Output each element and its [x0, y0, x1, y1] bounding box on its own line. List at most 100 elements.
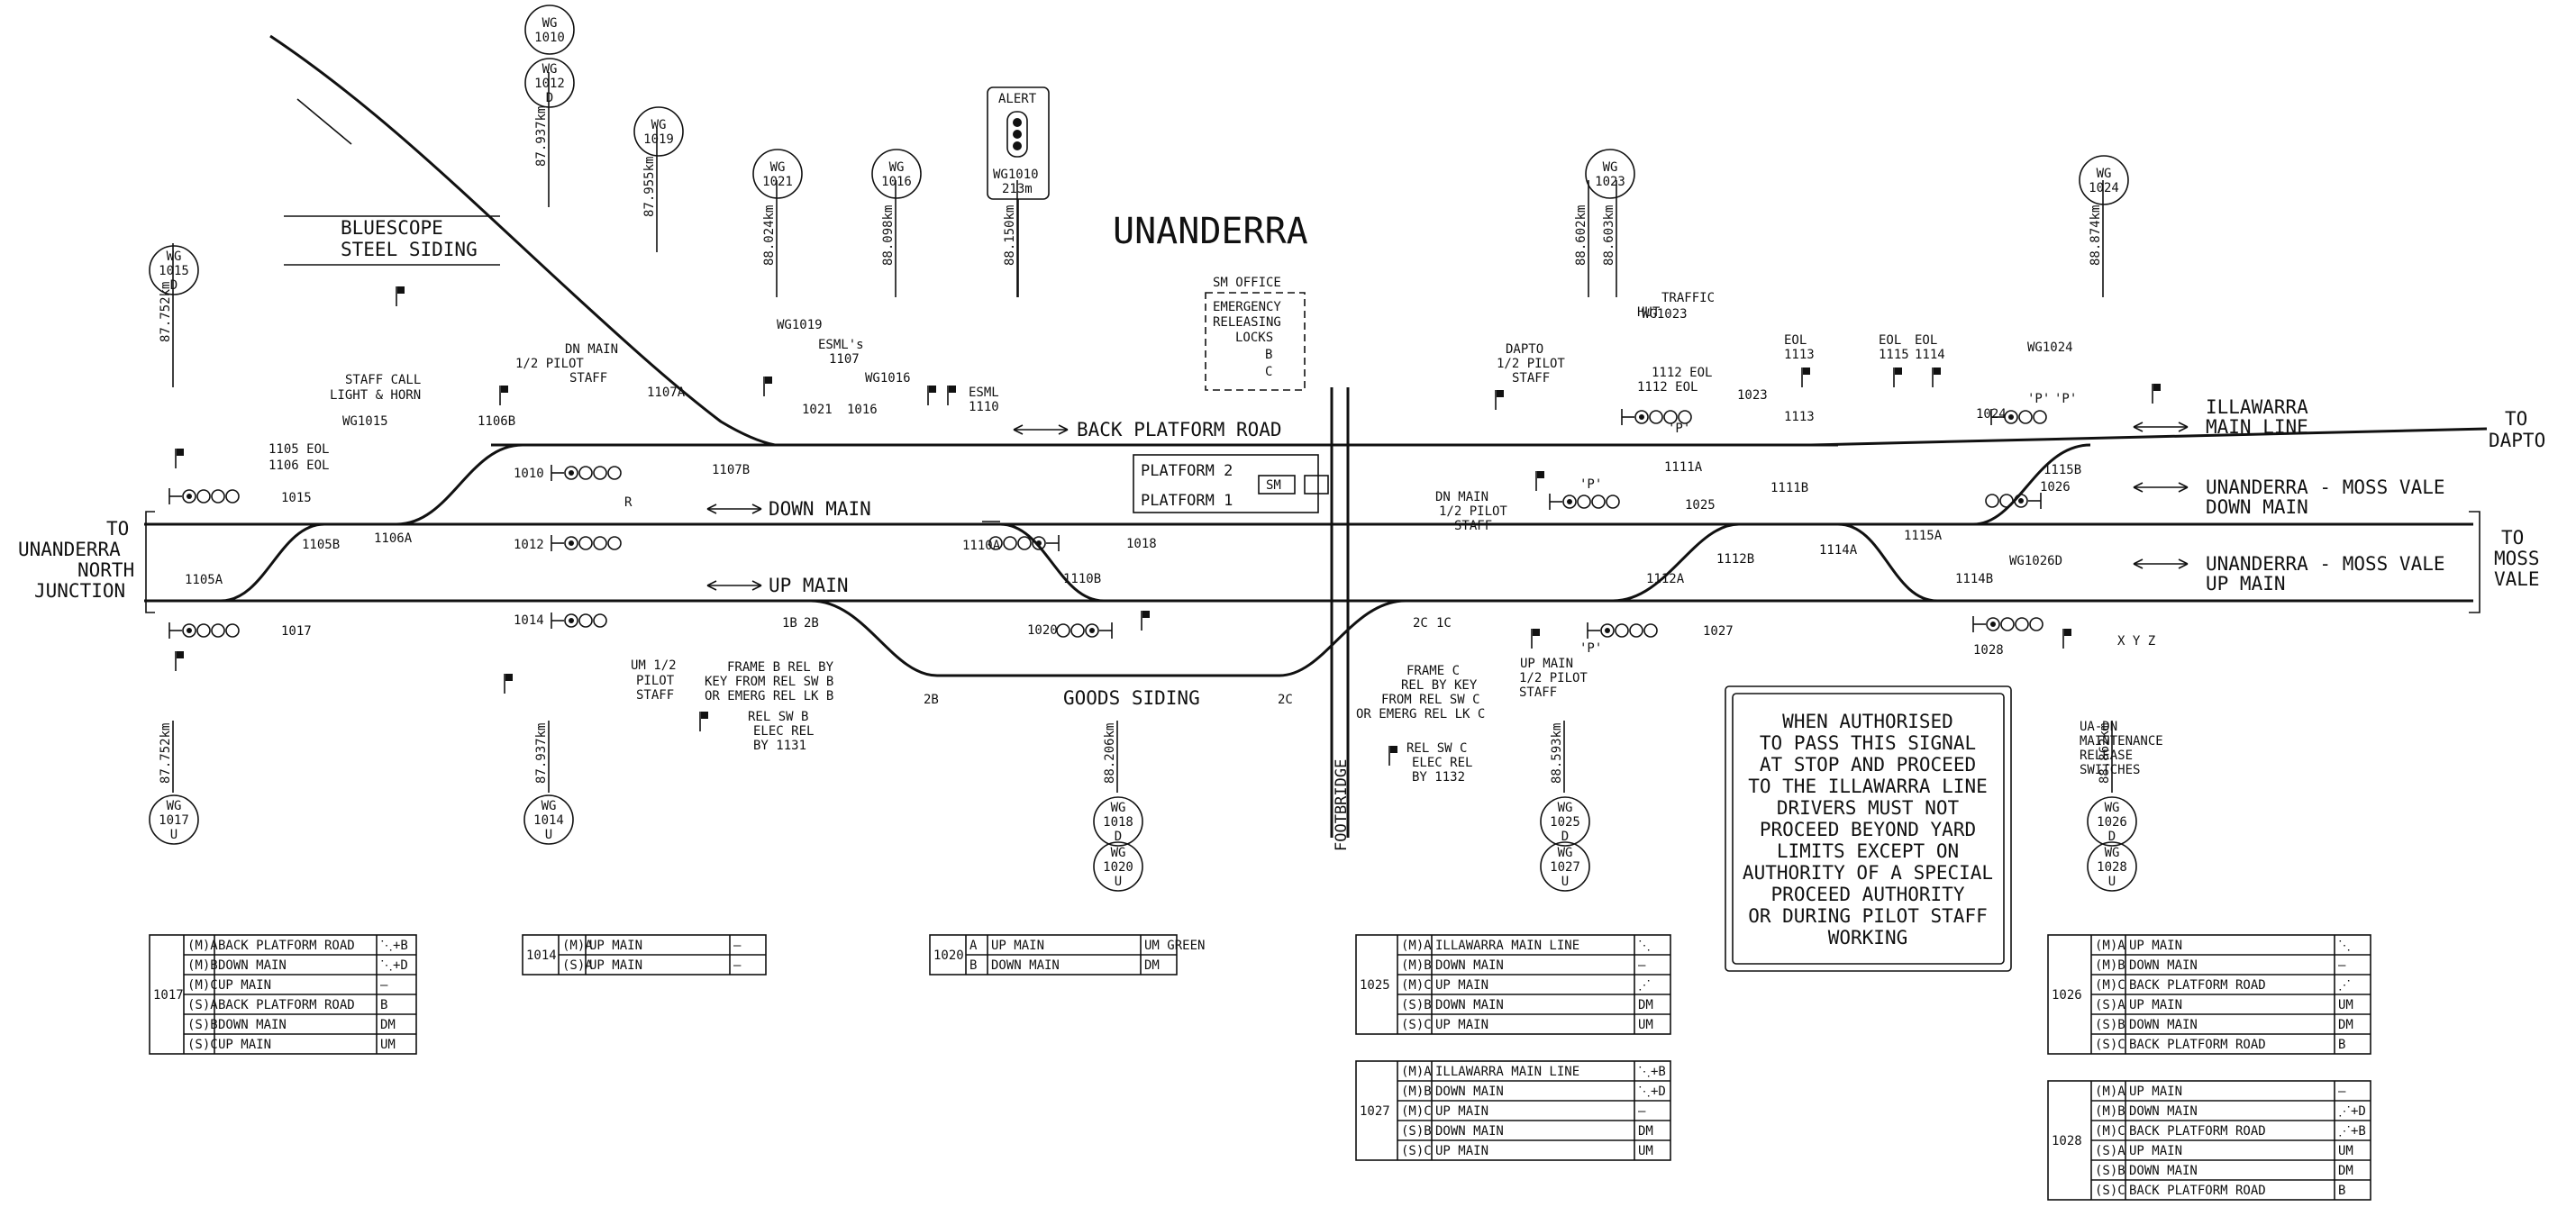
circle-text: 1017 — [159, 813, 189, 828]
annotation-note: SWITCHES — [2080, 763, 2140, 777]
signal-id-circle: WG1016 — [871, 149, 922, 199]
circle-text: WG — [770, 160, 786, 175]
track-label: UNANDERRA - MOSS VALE — [2206, 553, 2445, 575]
table-cell: BACK PLATFORM ROAD — [2129, 978, 2266, 993]
annotation-note: REL SW B — [748, 710, 808, 724]
table-cell: DOWN MAIN — [218, 1018, 287, 1032]
signal-circles: WG1010WG1012DWG1019WG1021WG1016WG1023WG1… — [149, 5, 2137, 892]
annotation-note: EOL — [1879, 333, 1901, 348]
annotation-note: FRAME C — [1406, 664, 1460, 678]
notice-line: AUTHORITY OF A SPECIAL — [1743, 862, 1993, 884]
signal-id-circle: WG1026D — [2087, 796, 2137, 847]
table-id: 1025 — [1360, 978, 1390, 993]
annotation-note: TRAFFIC — [1661, 291, 1715, 305]
track-lines — [144, 34, 2488, 677]
annotation-note: OR EMERG REL LK B — [705, 689, 833, 703]
table-cell: (S)B — [2095, 1164, 2125, 1178]
annotation-note: 1105 EOL — [269, 442, 329, 457]
table-cell: — — [733, 958, 742, 973]
annotation-note: STAFF CALL — [345, 373, 421, 387]
point-label: 1110A — [962, 539, 1001, 553]
footbridge-label: FOOTBRIDGE — [1333, 759, 1351, 851]
annotation-note: DN MAIN — [1435, 490, 1488, 504]
chainage-label: 88.862km — [2098, 723, 2112, 784]
point-label: 1111B — [1770, 481, 1808, 495]
point-label: 1114A — [1819, 543, 1858, 558]
annotation-note: MAINTENANCE — [2080, 734, 2163, 749]
table-cell: B — [2338, 1038, 2345, 1052]
table-cell: (M)B — [2095, 958, 2125, 973]
annotation-note: 1110 — [969, 400, 999, 414]
table-cell: — — [2338, 958, 2346, 973]
table-cell: (M)B — [1401, 958, 1432, 973]
ground-signal-icon — [499, 386, 508, 405]
circle-text: U — [1561, 875, 1569, 889]
bluescope-line2: STEEL SIDING — [341, 239, 478, 260]
ground-signal-icon — [1893, 368, 1902, 387]
chainage-label: 87.752km — [159, 282, 173, 342]
table-cell: ⋱ — [2338, 939, 2351, 953]
table-cell: (S)A — [2095, 1144, 2125, 1158]
signal-head — [988, 535, 1060, 551]
station-title: UNANDERRA — [1113, 211, 1308, 252]
point-label: 2B — [804, 616, 819, 631]
table-cell: DOWN MAIN — [1435, 998, 1504, 1012]
table-cell: UP MAIN — [589, 958, 642, 973]
table-id: 1014 — [526, 948, 557, 963]
footbridge: FOOTBRIDGE — [1330, 387, 1351, 851]
table-cell: UP MAIN — [1435, 1104, 1488, 1119]
notice-line: AT STOP AND PROCEED — [1760, 754, 1976, 776]
chainage-label: 87.937km — [534, 723, 549, 784]
annotation-note: FROM REL SW C — [1381, 693, 1480, 707]
circle-text: WG — [542, 799, 557, 813]
table-cell: (M)A — [1401, 939, 1432, 953]
signal-head — [551, 613, 607, 629]
signal-id-circle: WG1019 — [633, 106, 684, 157]
ground-signal-icon — [1531, 629, 1540, 649]
table-cell: DM — [1638, 1124, 1653, 1139]
table-cell: (S)C — [1401, 1144, 1432, 1158]
annotation-note: 1/2 PILOT — [1439, 504, 1507, 519]
table-cell: BACK PLATFORM ROAD — [2129, 1038, 2266, 1052]
sm-office-line1: EMERGENCY — [1213, 300, 1281, 314]
annotation-note: R — [624, 495, 633, 510]
annotation-note: 1/2 PILOT — [1519, 671, 1588, 685]
platform-1-label: PLATFORM 1 — [1141, 492, 1233, 510]
circle-text: U — [545, 828, 552, 842]
annotation-note: STAFF — [1519, 685, 1557, 700]
signal-label: 1010 — [514, 467, 544, 481]
circle-text: 1028 — [2097, 860, 2127, 875]
annotation-note: 1107 — [829, 352, 860, 367]
annotation-note: STAFF — [1454, 519, 1492, 533]
point-label: 1107A — [647, 386, 686, 400]
annotation-note: KEY FROM REL SW B — [705, 675, 833, 689]
ground-signal-icon — [2152, 384, 2161, 404]
chainage-label: 88.874km — [2089, 205, 2103, 266]
route-table: (M)AUP MAIN—(S)AUP MAIN—1014 — [522, 934, 767, 976]
annotation-note: ELEC REL — [753, 724, 814, 739]
table-cell: UP MAIN — [218, 1038, 271, 1052]
point-label: 1106A — [374, 531, 413, 546]
notice-line: PROCEED AUTHORITY — [1771, 884, 1965, 905]
signal-heads — [168, 286, 2161, 766]
to-dapto-label: TO DAPTO — [2489, 408, 2545, 451]
table-cell: DM — [2338, 1018, 2353, 1032]
table-cell: UM GREEN — [1144, 939, 1205, 953]
signal-label: 1016 — [847, 403, 878, 417]
point-label: 1C — [1436, 616, 1452, 631]
annotation-note: 'P' — [1579, 641, 1602, 656]
circle-text: D — [1561, 830, 1569, 844]
circle-text: D — [546, 91, 553, 105]
signal-head — [168, 622, 240, 639]
table-cell: UP MAIN — [1435, 1018, 1488, 1032]
table-cell: (S)B — [1401, 1124, 1432, 1139]
table-cell: — — [1638, 958, 1646, 973]
track-label: DOWN MAIN — [2206, 496, 2308, 518]
point-label: 1113 — [1784, 410, 1815, 424]
chainage-label: 87.955km — [642, 157, 657, 217]
circle-text: 1012 — [534, 77, 565, 91]
